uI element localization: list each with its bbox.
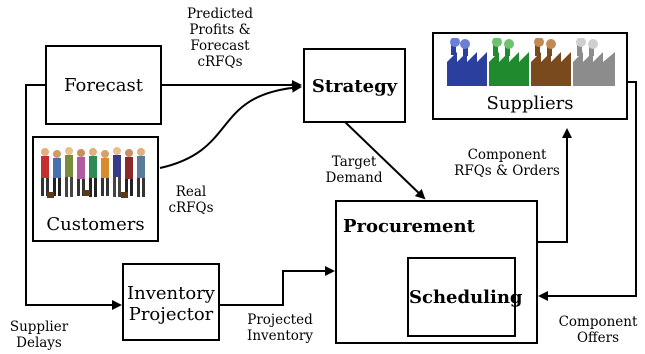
suppliers-label: Suppliers	[486, 93, 574, 114]
procurement-node: Procurement Scheduling	[335, 200, 538, 344]
scheduling-node: Scheduling	[407, 257, 523, 337]
supplier-delays-line2: Delays	[16, 335, 62, 351]
predicted-profits-line2: Profits &	[189, 22, 251, 38]
customers-label: Customers	[46, 214, 145, 235]
real-crfqs-label: Real cRFQs	[163, 184, 219, 216]
arrow-suppliers-to-scheduling	[538, 81, 637, 301]
inventory-projector-line1: Inventory	[127, 283, 215, 304]
predicted-profits-line4: cRFQs	[197, 54, 243, 70]
suppliers-node: Suppliers	[432, 32, 628, 120]
forecast-label: Forecast	[64, 75, 143, 96]
strategy-node: Strategy	[303, 48, 406, 123]
component-rfqs-label: Component RFQs & Orders	[452, 147, 562, 179]
arrow-strategy-to-procurement	[344, 121, 426, 200]
real-crfqs-line1: Real	[175, 184, 207, 200]
arrow-customers-to-strategy	[159, 82, 302, 169]
arrow-supplier-delays	[25, 84, 122, 310]
real-crfqs-line2: cRFQs	[168, 200, 214, 216]
strategy-label: Strategy	[311, 76, 398, 97]
arrow-inventory-to-procurement	[218, 266, 335, 306]
projected-inventory-line1: Projected	[247, 312, 313, 328]
target-demand-line2: Demand	[325, 170, 383, 186]
supplier-delays-line1: Supplier	[9, 319, 69, 335]
forecast-node: Forecast	[45, 45, 162, 125]
scheduling-label: Scheduling	[409, 287, 523, 308]
predicted-profits-line1: Predicted	[186, 6, 254, 22]
people-crowd-icon	[37, 142, 155, 208]
customers-node: Customers	[32, 136, 159, 242]
arrow-procurement-to-suppliers	[537, 128, 572, 243]
component-offers-label: Component Offers	[556, 314, 640, 346]
inventory-projector-node: Inventory Projector	[122, 263, 220, 341]
predicted-profits-line3: Forecast	[190, 38, 250, 54]
component-rfqs-line2: RFQs & Orders	[454, 163, 560, 179]
projected-inventory-line2: Inventory	[247, 328, 313, 344]
procurement-label: Procurement	[343, 216, 475, 237]
component-offers-line1: Component	[558, 314, 638, 330]
factory-icon	[441, 38, 621, 88]
projected-inventory-label: Projected Inventory	[240, 312, 320, 344]
component-offers-line2: Offers	[576, 330, 620, 346]
target-demand-line1: Target	[331, 154, 377, 170]
component-rfqs-line1: Component	[467, 147, 547, 163]
target-demand-label: Target Demand	[322, 154, 386, 186]
inventory-projector-line2: Projector	[128, 304, 214, 325]
predicted-profits-label: Predicted Profits & Forecast cRFQs	[170, 6, 270, 70]
supplier-delays-label: Supplier Delays	[2, 319, 76, 351]
